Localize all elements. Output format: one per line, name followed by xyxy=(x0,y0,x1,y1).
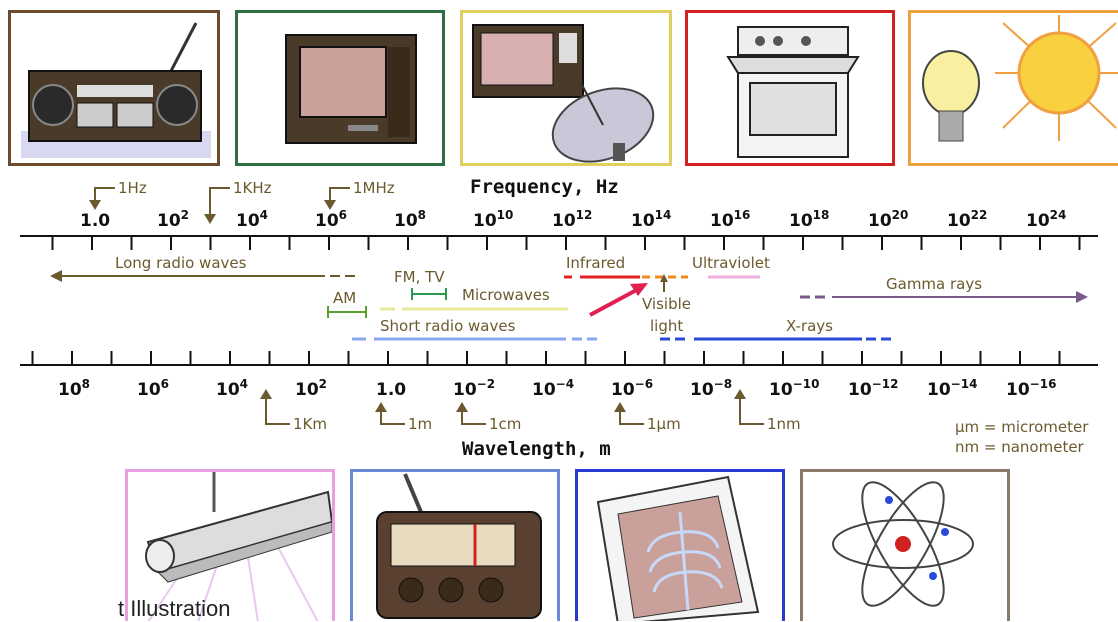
lightbulb-sun-icon xyxy=(922,15,1118,142)
frequency-axis-ticks xyxy=(51,236,1081,250)
band-am: AM xyxy=(327,289,367,318)
wavelength-axis-tick-label: 10−6 xyxy=(611,377,653,400)
frequency-axis-title: Frequency, Hz xyxy=(470,176,619,198)
wavelength-axis-tick-label: 104 xyxy=(216,377,248,400)
wavelength-axis-tick-label: 10−2 xyxy=(453,377,495,400)
frequency-axis-tick-label: 102 xyxy=(157,208,189,231)
marker-1mhz: 1MHz xyxy=(353,179,395,197)
band-long-radio: Long radio waves xyxy=(50,254,358,282)
frequency-axis-tick-label: 108 xyxy=(394,208,426,231)
wavelength-axis-title: Wavelength, m xyxy=(462,438,611,460)
label-short-radio: Short radio waves xyxy=(380,317,516,335)
wavelength-axis-tick-label: 106 xyxy=(137,377,169,400)
legend-micrometer: µm = micrometer xyxy=(955,418,1089,436)
wavelength-axis-ticks xyxy=(31,351,1061,365)
band-gamma: Gamma rays xyxy=(800,275,1088,303)
wavelength-axis-tick-label: 10−14 xyxy=(927,377,977,400)
frequency-axis-tick-label: 1.0 xyxy=(80,211,110,231)
stove-icon xyxy=(726,26,860,158)
label-am: AM xyxy=(333,289,356,307)
label-visible-light: light xyxy=(650,317,683,335)
label-infrared: Infrared xyxy=(566,254,625,272)
microwave-frame xyxy=(460,10,672,166)
label-gamma: Gamma rays xyxy=(886,275,982,293)
frequency-axis-tick-labels: 1.0 102 104 106 108 1010 1012 1014 1016 1018 1020 1… xyxy=(80,208,1066,231)
label-long-radio: Long radio waves xyxy=(115,254,247,272)
marker-1nm: 1nm xyxy=(767,415,801,433)
wavelength-axis-tick-label: 10−10 xyxy=(769,377,819,400)
atom-frame xyxy=(800,469,1010,621)
frequency-axis-tick-label: 1016 xyxy=(710,208,750,231)
band-short-radio: Short radio waves xyxy=(352,317,598,341)
radio-icon xyxy=(376,473,542,619)
caption-text: t Illustration xyxy=(118,596,231,621)
band-fm-tv: FM, TV xyxy=(394,268,447,300)
band-xrays: X-rays xyxy=(660,317,894,341)
television-icon xyxy=(285,34,417,144)
frequency-axis-tick-label: 106 xyxy=(315,208,347,231)
uv-lamp-frame xyxy=(125,469,335,621)
boombox-icon xyxy=(21,22,211,158)
label-ultraviolet: Ultraviolet xyxy=(692,254,770,272)
frequency-axis-tick-label: 1024 xyxy=(1026,208,1066,231)
wavelength-axis-tick-label: 10−4 xyxy=(532,377,574,400)
stove-frame xyxy=(685,10,895,166)
xray-frame xyxy=(575,469,785,621)
wavelength-axis-tick-labels: 108 106 104 102 1.0 10−2 10−4 10−6 10−8 10−10 10−1… xyxy=(58,377,1056,400)
band-ultraviolet: Ultraviolet xyxy=(692,254,770,279)
television-frame xyxy=(235,10,445,166)
label-visible: Visible xyxy=(642,295,691,313)
atom-icon xyxy=(832,481,974,607)
legend-nanometer: nm = nanometer xyxy=(955,438,1085,456)
frequency-axis-tick-label: 1018 xyxy=(789,208,829,231)
wavelength-axis-tick-label: 108 xyxy=(58,377,90,400)
wavelength-axis-tick-label: 10−16 xyxy=(1006,377,1056,400)
band-visible: Visible light xyxy=(589,274,691,335)
label-fm-tv: FM, TV xyxy=(394,268,445,286)
marker-1um: 1µm xyxy=(647,415,681,433)
frequency-axis-tick-label: 1012 xyxy=(552,208,592,231)
uv-lamp-icon xyxy=(145,472,332,621)
frequency-axis-tick-label: 104 xyxy=(236,208,268,231)
band-infrared: Infrared xyxy=(564,254,640,279)
radio-frame xyxy=(350,469,560,621)
xray-icon xyxy=(596,475,760,621)
label-microwaves: Microwaves xyxy=(462,286,550,304)
wavelength-axis-tick-label: 1.0 xyxy=(376,380,406,400)
marker-1khz: 1KHz xyxy=(233,179,272,197)
wavelength-axis-tick-label: 102 xyxy=(295,377,327,400)
marker-1m: 1m xyxy=(408,415,432,433)
wavelength-axis-tick-label: 10−12 xyxy=(848,377,898,400)
marker-1km: 1Km xyxy=(293,415,327,433)
wavelength-axis-tick-label: 10−8 xyxy=(690,377,732,400)
frequency-axis-tick-label: 1022 xyxy=(947,208,987,231)
microwave-satellite-icon xyxy=(472,24,655,163)
sun-frame xyxy=(908,10,1118,166)
band-microwaves: Microwaves xyxy=(380,286,568,311)
marker-1hz: 1Hz xyxy=(118,179,147,197)
frequency-axis-tick-label: 1010 xyxy=(473,208,513,231)
boombox-frame xyxy=(8,10,220,166)
frequency-axis-tick-label: 1020 xyxy=(868,208,908,231)
label-xrays: X-rays xyxy=(786,317,833,335)
frequency-axis-tick-label: 1014 xyxy=(631,208,671,231)
marker-1cm: 1cm xyxy=(489,415,521,433)
